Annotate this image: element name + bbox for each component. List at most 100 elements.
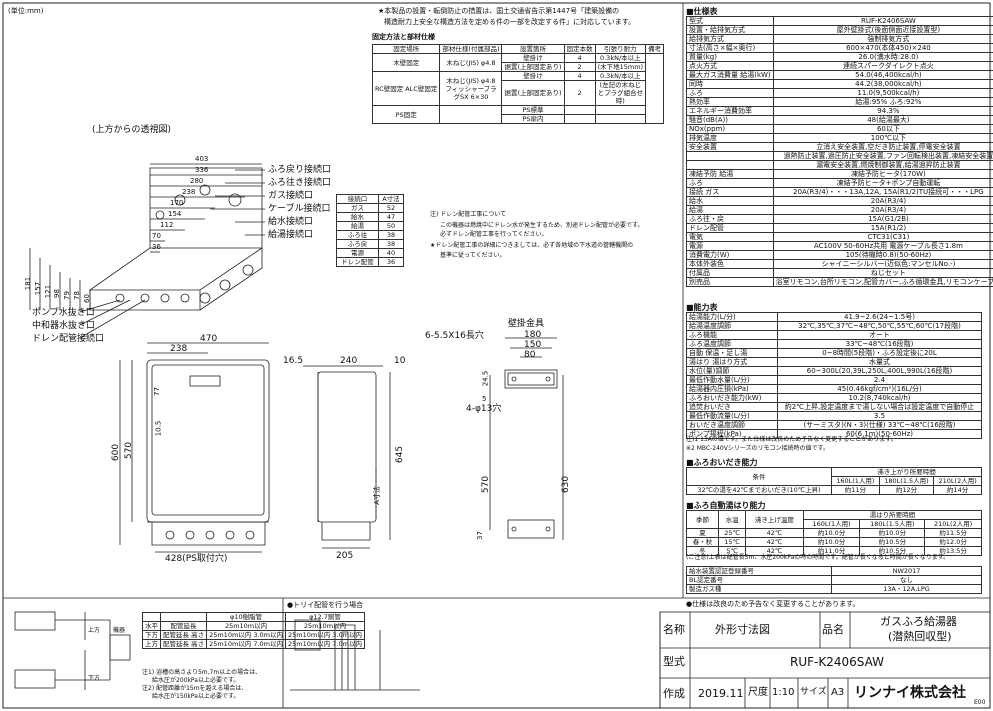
label-unit: 機器 bbox=[113, 627, 126, 634]
dim-181: 181 bbox=[24, 276, 33, 291]
yuhari-cell: 約10.5分 bbox=[859, 546, 926, 556]
yuhari-header: 沸き上げ温度 bbox=[745, 510, 804, 529]
front-view bbox=[119, 342, 270, 553]
title-model-label: 型式 bbox=[663, 655, 685, 668]
spec-label: NOx(ppm) bbox=[686, 124, 774, 134]
label-bath-return: ふろ戻り接続口 bbox=[268, 165, 332, 175]
a-table-cell: ドレン配管 bbox=[336, 257, 379, 267]
dim-70: 70 bbox=[152, 232, 161, 240]
yuhari-cell: 春・秋 bbox=[685, 537, 720, 547]
spec-label: ふろ bbox=[686, 178, 774, 188]
top-note-line-1: ★本製品の設置・転倒防止の措置は、国土交通省告示第1447号「建築設備の bbox=[378, 7, 620, 15]
spec-label: エネルギー消費効率 bbox=[686, 106, 774, 116]
dim-112: 112 bbox=[160, 221, 174, 229]
fix-cell: 木ねじ(JIS) φ4.8 bbox=[439, 53, 503, 72]
a-table-cell: 36 bbox=[377, 257, 405, 267]
a-table-header: A寸法 bbox=[377, 194, 405, 204]
spec-value: 漏電安全装置,燃焼制御装置,給湯過昇防止装置 bbox=[772, 160, 993, 170]
oidaki-sub: 160L(1人用) bbox=[831, 476, 880, 486]
perf-note-2: ※2 MBC-240Vシリーズのリモコン接続時の値です。 bbox=[686, 445, 829, 452]
dim-w150: 150 bbox=[524, 340, 542, 350]
drain-note-1: 注) ドレン配管工事について bbox=[430, 211, 507, 218]
yuhari-header: 湯はり所要時間 bbox=[802, 510, 983, 520]
fix-cell: 4 bbox=[563, 53, 596, 63]
fix-cell: PS標準 bbox=[501, 105, 565, 115]
spec-value: 給湯:95% ふろ:92% bbox=[772, 97, 993, 107]
fix-cell: RC壁固定 ALC壁固定 bbox=[371, 71, 441, 106]
title-size-label: サイズ bbox=[800, 687, 827, 697]
spec-row: 付属品ねじセット bbox=[686, 268, 993, 278]
fix-method-title: 固定方法と部材仕様 bbox=[372, 33, 435, 41]
label-drain-pipe: ドレン配管接続口 bbox=[32, 334, 105, 344]
title-product-value-1: ガスふろ給湯器 bbox=[880, 615, 957, 628]
spec-label: 給湯 bbox=[686, 205, 774, 215]
spec-value: 20A(R3/4) bbox=[772, 196, 993, 206]
spec-label: 追焚おいだき bbox=[686, 402, 778, 412]
a-table-cell: 給湯 bbox=[336, 221, 379, 231]
drain-note-4: ★ドレン配管工事の詳細につきましては、必ず各地域の下水道の管轄機関の bbox=[430, 242, 634, 249]
pipe-table-cell: 25m10m以内 bbox=[285, 621, 365, 631]
spec-row: 給湯能力(L/分)41.9~2.6(24~1.5号) bbox=[686, 312, 982, 322]
label-hot-water: 給湯接続口 bbox=[268, 230, 314, 240]
spec-value: シャイニーシルバー(近似色:マンセルNo.-) bbox=[772, 259, 993, 269]
yuhari-cell: 42℃ bbox=[745, 528, 804, 538]
spec-value: 強制排気方式 bbox=[772, 34, 993, 44]
pipe-table-cell: 水平 bbox=[142, 621, 161, 631]
dim-w80: 80 bbox=[524, 350, 536, 360]
spec-label: 安全装置 bbox=[686, 142, 774, 152]
oidaki-header: 条件 bbox=[686, 467, 832, 486]
yuhari-cell: 5℃ bbox=[718, 546, 747, 556]
spec-label: 排気温度 bbox=[686, 133, 774, 143]
spec-value: 凍結予防ヒータ+ポンプ自動運転 bbox=[772, 178, 993, 188]
spec-label: 寸法(高さ×幅×奥行) bbox=[686, 43, 774, 53]
a-table-cell: 給水 bbox=[336, 212, 379, 222]
dim-w238: 238 bbox=[170, 344, 188, 354]
spec-label: 型式 bbox=[686, 16, 774, 26]
fix-method-table: 固定場所 部材仕様(付属部品) 設置箇所 固定本数 引張り耐力 備考 木壁固定木… bbox=[371, 44, 665, 124]
spec-label: おいだき温度調節 bbox=[686, 420, 778, 430]
fix-cell: 2 bbox=[563, 80, 596, 106]
yuhari-sub: 180L(1.5人用) bbox=[859, 519, 926, 529]
dim-170: 170 bbox=[170, 199, 184, 207]
title-model-value: RUF-K2406SAW bbox=[790, 655, 885, 669]
dim-h630: 630 bbox=[561, 475, 572, 494]
pipe-height-diagram bbox=[14, 611, 131, 690]
fix-header: 引張り耐力 bbox=[594, 44, 647, 54]
yuhari-cell: 約10.0分 bbox=[859, 528, 926, 538]
oidaki-sub: 180L(1.5人用) bbox=[878, 476, 935, 486]
spec-value: 凍結予防ヒータ(170W) bbox=[772, 169, 993, 179]
dim-h570-b: 570 bbox=[481, 475, 492, 494]
spec-label: 同時 bbox=[686, 79, 774, 89]
spec-value: オート bbox=[777, 330, 982, 340]
title-scale-label: 尺度 bbox=[748, 687, 768, 698]
fix-cell: (左記の木ねじとプラグ組合せ時) bbox=[594, 80, 647, 106]
spec-label: 電源 bbox=[686, 241, 774, 251]
spec-row: 質量(kg)26.0(満水時:28.0) bbox=[686, 52, 993, 62]
spec-value: 水量式 bbox=[777, 357, 982, 367]
oidaki-header: 沸き上がり所要時間 bbox=[831, 467, 982, 477]
spec-label: 電気 bbox=[686, 232, 774, 242]
spec-label: 質量(kg) bbox=[686, 52, 774, 62]
spec-value: 過熱防止装置,過圧防止安全装置,ファン回転検出装置,凍結安全装置 bbox=[772, 151, 993, 161]
spec-row: 給湯器内圧損(kPa)45(0.46kgf/cm²)(16L/分) bbox=[686, 384, 982, 394]
spec-label: 設置・給排気方式 bbox=[686, 25, 774, 35]
isometric-view bbox=[29, 163, 265, 339]
a-table-cell: 47 bbox=[377, 212, 405, 222]
label-down: 下方 bbox=[88, 675, 101, 682]
title-product-value-2: (潜熱回収型) bbox=[888, 630, 952, 643]
spec-row: 最低作動水量(L/分)2.4 bbox=[686, 375, 982, 385]
spec-label: 最低作動流量(L/分) bbox=[686, 411, 778, 421]
trap-title: ●トリイ配管を行う場合 bbox=[287, 601, 364, 609]
top-note-line-2: 構造耐力上安全な構造方法を定める件の一部を改定する件」に対応しています。 bbox=[384, 18, 636, 26]
dim-121: 121 bbox=[44, 284, 53, 299]
